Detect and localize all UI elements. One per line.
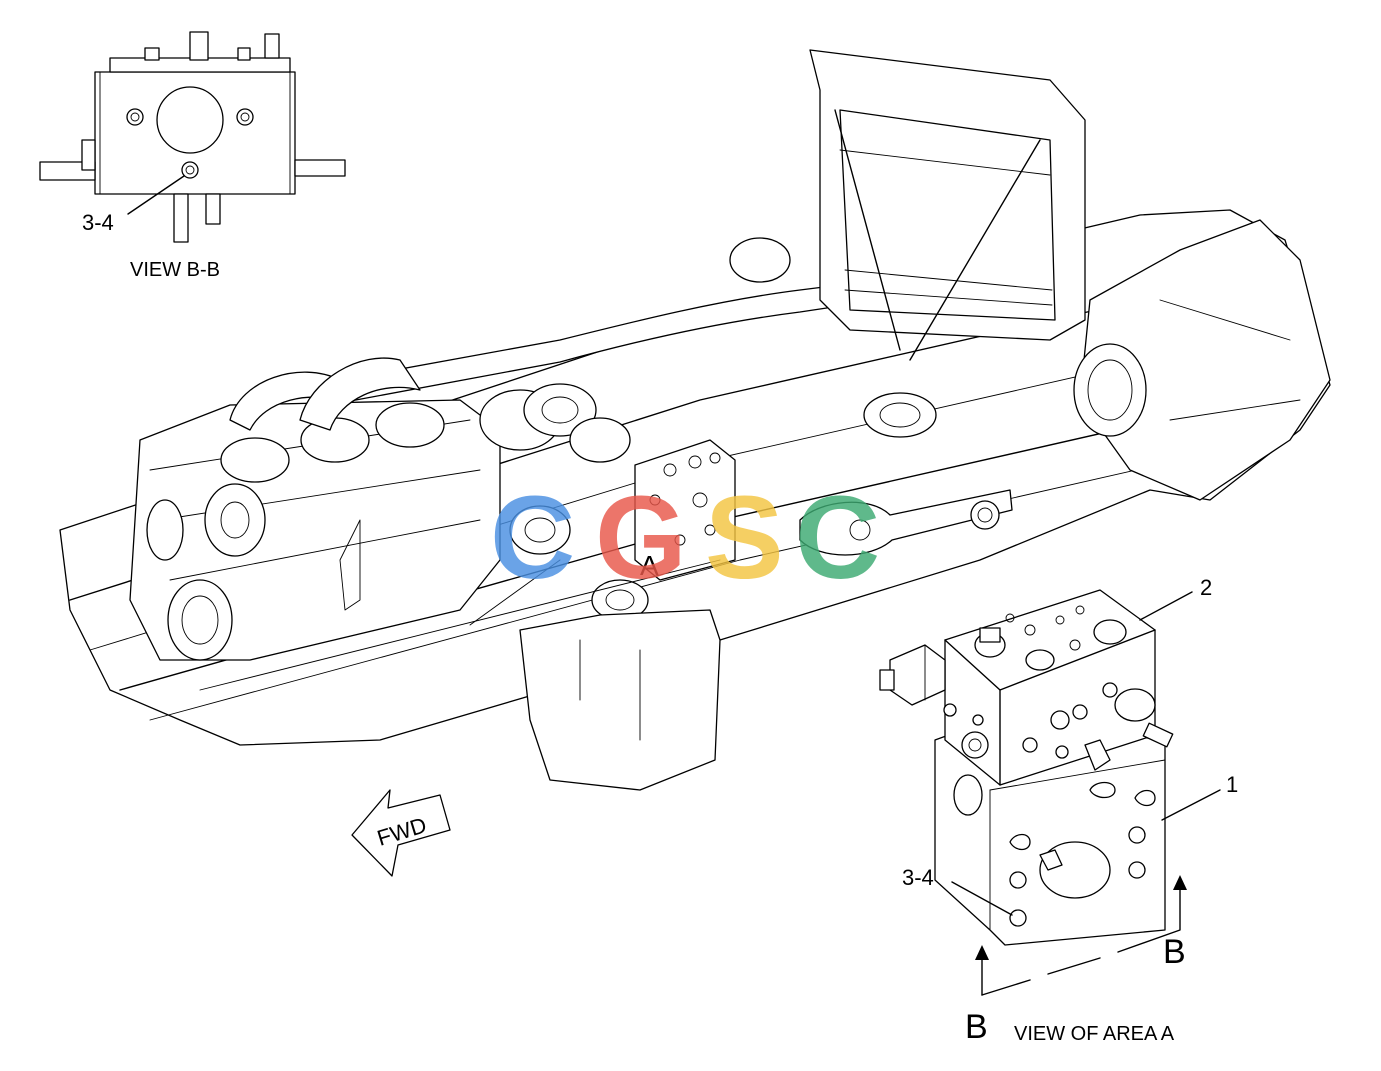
view-bb-inset: 3-4 VIEW B-B	[39, 31, 346, 281]
watermark-letter-2: G	[595, 472, 687, 604]
fwd-arrow: FWD	[351, 789, 451, 877]
area-a-label: A	[640, 550, 659, 581]
callout-2: 2	[1200, 575, 1212, 600]
machine-frame-illustration	[59, 49, 1331, 791]
watermark-logo: C G S C	[490, 472, 880, 604]
view-bb-callout-3-4: 3-4	[82, 210, 114, 235]
section-label-left: B	[965, 1008, 988, 1046]
section-label-right: B	[1163, 933, 1186, 971]
view-area-a-caption: VIEW OF AREA A	[1014, 1023, 1175, 1045]
watermark-letter-3: S	[705, 472, 784, 604]
watermark-letter-1: C	[490, 472, 575, 604]
view-bb-caption: VIEW B-B	[130, 259, 220, 281]
watermark-letter-4: C	[795, 472, 880, 604]
view-area-a-inset: 2 1 3-4 B B VIEW OF AREA A	[879, 575, 1238, 1046]
callout-1: 1	[1226, 772, 1238, 797]
callout-3-4: 3-4	[902, 865, 934, 890]
